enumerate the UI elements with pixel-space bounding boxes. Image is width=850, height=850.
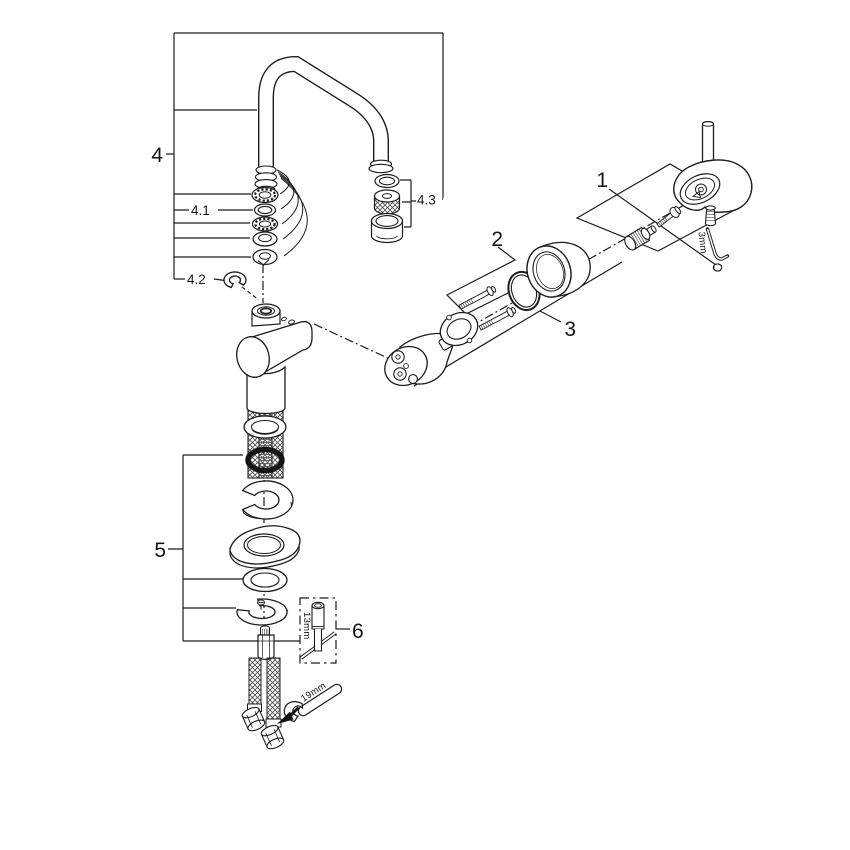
fixing-screw-2 [478,306,517,331]
socket-size-label: 13mm [301,612,312,640]
label-part6: 6 [352,620,364,643]
escutcheon-cap [526,241,591,298]
label-part2: 2 [491,228,503,251]
hose-nut-right [260,724,285,750]
label-part4-1: 4.1 [191,203,210,218]
lock-washer [242,567,288,593]
hose-nut-left [241,706,266,732]
handle-group: 3mm [624,120,753,272]
retaining-clip-4-2 [223,271,247,289]
label-part4: 4 [151,144,163,167]
center-axes [262,195,701,655]
socket-tool-13mm: 13mm [299,601,337,660]
aerator-set-4-3 [370,173,404,244]
part-number-labels: 1 2 3 4 4.1 4.2 4.3 5 6 [151,144,608,643]
wrench-19mm: 19mm [277,680,343,724]
base-o-ring [245,446,285,474]
aerator-housing [370,212,404,244]
horseshoe-spacer [241,480,294,520]
handle-screw [656,206,682,228]
label-part5: 5 [154,539,166,562]
hex-key-size-label: 3mm [696,231,709,254]
mounting-plate [229,525,301,569]
bracket-part5 [168,454,300,642]
aerator-insert [373,189,401,215]
fixing-screw-1 [458,285,497,310]
bracket-part4 [166,32,444,282]
base-washer [243,415,287,439]
escutcheon-group [507,241,591,312]
label-part1: 1 [596,169,608,192]
bearing-ring-upper [251,186,279,204]
adapter-nut [624,225,657,251]
spout-port [251,303,281,327]
supply-hoses [241,657,285,750]
aerator-washer [374,173,400,189]
hex-key-3mm: 3mm [696,227,730,272]
spacer-ring [252,231,278,247]
mounting-kit [229,415,301,661]
swivel-ring-stack [251,186,279,266]
arrow-icon [277,706,300,724]
set-screw [704,205,717,227]
notched-ring [252,248,278,266]
bracket-part2 [445,246,535,315]
label-part4-3: 4.3 [417,193,436,208]
retaining-ring [439,311,479,347]
cartridge [384,332,458,387]
clamp-bracket [236,598,289,626]
label-part4-2: 4.2 [187,272,206,287]
spout-assembly [223,55,404,289]
lever-handle [673,120,753,213]
part-link-arcs [276,169,308,257]
mounting-stud [257,625,275,661]
tool-box-6 [299,597,350,664]
cartridge-group [384,285,517,387]
bearing-ring-lower [251,216,279,232]
label-part3: 3 [564,318,576,341]
bracket-part3 [413,261,623,387]
wrench-handle [297,683,343,717]
o-ring-4-1 [253,203,277,217]
bracket-part4-3 [400,179,443,228]
body-column [246,365,286,415]
